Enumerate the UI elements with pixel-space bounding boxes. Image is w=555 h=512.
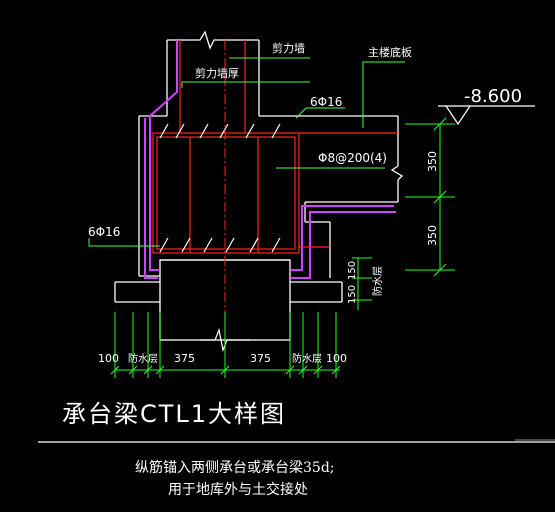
rebar-group xyxy=(152,40,398,254)
dim-upper-350: 350 xyxy=(426,151,439,172)
label-shear-wall: 剪力墙 xyxy=(272,41,305,55)
waterproof-layer xyxy=(144,40,396,279)
bottom-dimension xyxy=(110,312,341,378)
dim-bottom-left-100: 100 xyxy=(98,352,119,365)
label-bottom-bars: 6Φ16 xyxy=(88,225,120,239)
dim-150-lower: 150 xyxy=(347,285,358,304)
label-waterproof-right: 防水层 xyxy=(371,266,384,296)
label-stirrups: Φ8@200(4) xyxy=(318,151,387,165)
elevation-value: -8.600 xyxy=(464,86,522,107)
drawing-title: 承台梁CTL1大样图 xyxy=(62,400,286,428)
dim-150-upper: 150 xyxy=(347,261,358,280)
right-dimension xyxy=(352,117,455,310)
elevation-marker: -8.600 xyxy=(438,86,535,126)
dim-bottom-left-waterproof: 防水层 xyxy=(128,352,158,365)
leader-lines xyxy=(88,57,405,247)
top-bar-ticks xyxy=(159,123,281,139)
note-line-1: 纵筋锚入两侧承台或承台梁35d; xyxy=(135,459,335,476)
dim-bottom-left-375: 375 xyxy=(174,352,195,365)
label-top-bars: 6Φ16 xyxy=(310,95,342,109)
bottom-bar-ticks xyxy=(159,237,281,253)
dim-bottom-right-100: 100 xyxy=(326,352,347,365)
dim-lower-350: 350 xyxy=(426,225,439,246)
note-line-2: 用于地库外与土交接处 xyxy=(168,481,308,498)
label-main-floor-slab: 主楼底板 xyxy=(368,45,412,59)
dim-bottom-right-375: 375 xyxy=(250,352,271,365)
dim-bottom-right-waterproof: 防水层 xyxy=(292,352,322,365)
label-shear-wall-thickness: 剪力墙厚 xyxy=(195,66,239,80)
break-symbol-bottom xyxy=(200,327,250,353)
